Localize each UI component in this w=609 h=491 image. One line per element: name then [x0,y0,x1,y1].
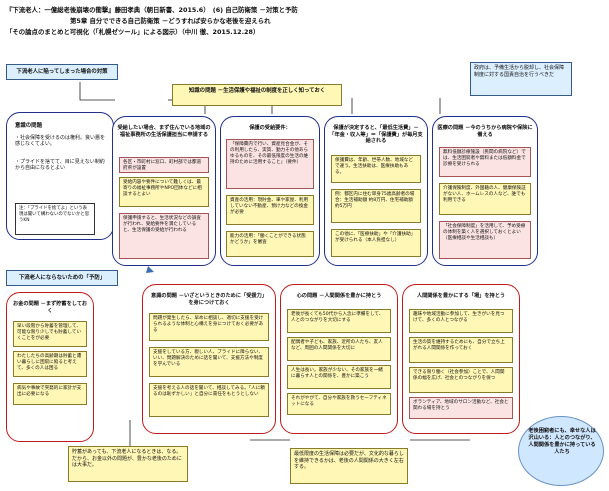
fallen-col-requirements-title: 保護の受給要件： [249,125,291,131]
fallen-col-medical-item-2: 介護保険制度、外国籍の人、健康保険証がない人、ホームレスの人など、誰でも利用でき… [439,183,531,215]
prevent-col-place: 人間関係を豊かにする「場」を持とう 趣味や地域活動に参加して、生きがいを見つけて… [402,284,520,434]
fallen-col-medical-item-1: 無料低額診療施設（民間の病院など）では、生活困窮者や無料または低額料金で診療を受… [439,147,531,177]
arrow-head-icon [146,266,154,273]
header-line-3: 「その論点のまとめと可視化（「札幌ゼツール」による図示）（中川 徹、2015.1… [6,28,260,36]
awareness-item-1: ・社会保障を受けるのは権利。良い悪を感じなくてよい。 [15,135,106,148]
prevent-col-support-title: 意識の問題 －いざというときのために「受援力」を身につけておく [151,293,267,306]
fallen-label: 下流老人に陥ってしまった場合の対策 [6,64,118,80]
bottom-summary-right-ellipse [518,416,604,486]
prevent-col-relations-item-2: 配偶者や子ども、家族、近所の人たち、友人など、周囲の人間関係を大切に [287,337,391,361]
fallen-col-medical-item-3: 「社会保障制度」を活用して、予め受療の体制を築く人を選択しておくとよい（医療相談… [439,221,531,259]
prevent-col-place-item-4: ボランティア、地域のサロン活動など、社会と関わる場を持とう [409,397,513,419]
prevent-col-money-title: お金の問題 －まず貯蓄をしておく [12,301,88,314]
awareness-note: 注：「プライドを捨てよ」という表現は聞いて構わないのでないかと思うKN [15,203,95,235]
bottom-summary-right: 老後困窮者にも、幸せな人は沢山いる：人とのつながり、人間関係を豊かに持っている人… [528,428,596,455]
fallen-col-apply-item-3: 保護申請すると、生活状況などの調査が行われ、受給要件を満たしていると、生活保護の… [119,213,209,259]
awareness-title: 意識の問題 [15,123,42,129]
prevent-col-relations-title: 心の問題 －人間関係を豊かに持とう [296,293,382,299]
awareness-item-2: ・プライドを捨てて、目に見えない制約から自由になるとよい [15,159,105,172]
prevent-col-relations-item-4: それがやがて、自分や家族を救うセーフティネットになる [287,393,391,415]
fallen-col-benefits-title: 保護が決定すると、「最低生活費」－「年金・収入等」＝「保護費」が毎月支給される [329,125,423,145]
fallen-col-medical: 医療の問題 －今のうちから病院や保険に備える 無料低額診療施設（民間の病院など）… [432,116,538,266]
social-welfare-title: 知識の問題 －生活保護や福祉の制度を正しく知っておく [172,84,342,106]
prevent-col-place-item-2: 生活の質を維持するためにも、自分で立ち上がれる人間関係を作っておく [409,337,513,363]
fallen-col-apply-item-1: 各区・市町村に窓口、町村部では都道府県が設置 [119,157,209,173]
fallen-col-medical-title: 医療の問題 －今のうちから病院や保険に備える [437,125,533,138]
prevent-col-support-item-2: 支援をしている方、親しい人、プライドに障らない、いい、問題解決のために話を聞いて… [149,347,269,377]
fallen-col-benefits-item-2: 例：都区内に住む単身75歳高齢者の場合：生活補助額 約8万円、住宅補助額約5万円 [331,189,421,223]
prevent-col-support: 意識の問題 －いざというときのために「受援力」を身につけておく 問題が発生したら… [142,284,276,434]
prevent-col-money-item-3: 病気や事故で突発的に家計が支出に必要になる [13,383,87,405]
prevent-col-relations-item-3: 人生は長い。家族が少ない、その家族を一緒に暮らす人との関係を、豊かに築こう [287,365,391,389]
fallen-col-apply-title: 受給したい場合、まず住んでいる地域の福祉事務所の生活保護担当に申請する [117,125,211,138]
fallen-col-requirements: 保護の受給要件： 「保障費内で行い、資産見合金が、その利用したら、実質、勤力その… [220,116,320,266]
awareness-panel: 意識の問題 ・社会保障を受けるのは権利。良い悪を感じなくてよい。 ・プライドを捨… [6,112,114,240]
fallen-col-benefits-item-3: この他に、「医療扶助」や「介護扶助」が受けられる（本人負担なし） [331,229,421,257]
prevent-col-place-item-3: できる限り働く（社会参加）ことで、人間関係の幅を広げ、社会とのつながりを保つ [409,367,513,393]
prevent-col-support-item-1: 問題が発生したら、早めに相談し、適切に支援を受けられるような体制と心構えを身につ… [149,313,269,341]
bottom-summary-middle: 最低限度の生活保障は必要だが、文化的な暮らしを維持できるかは、老後の人間関係の大… [290,448,408,484]
prevent-col-relations: 心の問題 －人間関係を豊かに持とう 老後が長くても50代から入念に準備をして、人… [280,284,398,434]
fallen-col-requirements-item-3: 能力の活用：「働くことができる状態かどうか」を審査 [226,231,314,257]
prevent-col-relations-item-1: 老後が長くても50代から入念に準備をして、人とのつながりを大切にする [287,309,391,333]
fallen-col-requirements-item-2: 資産の活用：現貯金、車や家屋、利用していない不動産、預け力などの換金が必要 [226,195,314,225]
fallen-col-apply-item-2: 受給内容や要件について難しくは、最寄りの福祉事務所やNPO団体などに相談するとよ… [119,177,209,207]
prevent-col-place-item-1: 趣味や地域活動に参加して、生きがいを見つけて、多くの人とつながる [409,309,513,333]
prevent-col-money-item-2: わたしたちの高齢期は貯蓄と遭い暮らしに困窮に陥ると考えて、多くの人は困る [13,351,87,377]
fallen-col-apply: 受給したい場合、まず住んでいる地域の福祉事務所の生活保護担当に申請する 各区・市… [112,116,216,266]
prevent-col-place-title: 人間関係を豊かにする「場」を持とう [416,293,506,299]
header-line-1: 『下流老人：一億総老後崩壊の衝撃』藤田孝典（朝日新書、2015.6） (6) 自… [6,6,298,14]
header-line-2: 第5章 自分でできる自己防衛策 －どうすれば安らかな老後を迎えられ [70,17,271,25]
fallen-col-benefits-item-1: 保護費は、年齢、世帯人数、地域などで違う。生活扶助は、医療扶助もある。 [331,155,421,183]
prevent-label: 下流老人にならないための「予防」 [6,270,118,286]
fallen-col-requirements-item-1: 「保障費内で行い、資産見合金が、その利用したら、実質、勤力その他あらゆるものを、… [226,139,314,189]
government-note: 政府は、予備生活から脱却し、社会保障制度に対する国責自治を行うべきだ [470,62,572,96]
fallen-col-benefits: 保護が決定すると、「最低生活費」－「年金・収入等」＝「保護費」が毎月支給される … [324,116,428,266]
prevent-col-money-item-1: 早い段階から貯蓄を管理して、可能な限り少しでも貯蓄していくことをが必要 [13,321,87,347]
prevent-col-money: お金の問題 －まず貯蓄をしておく 早い段階から貯蓄を管理して、可能な限り少しでも… [6,292,94,442]
bottom-summary-left: 貯蓄があっても、下流老人になるときは、なる。だから、お金以外の問題が、豊かな老後… [68,446,188,482]
prevent-col-support-item-3: 支援を考える人の話を聞いて、相談してみる。「人に頼るのは恥ずかしい」と自分に責任… [149,383,269,417]
